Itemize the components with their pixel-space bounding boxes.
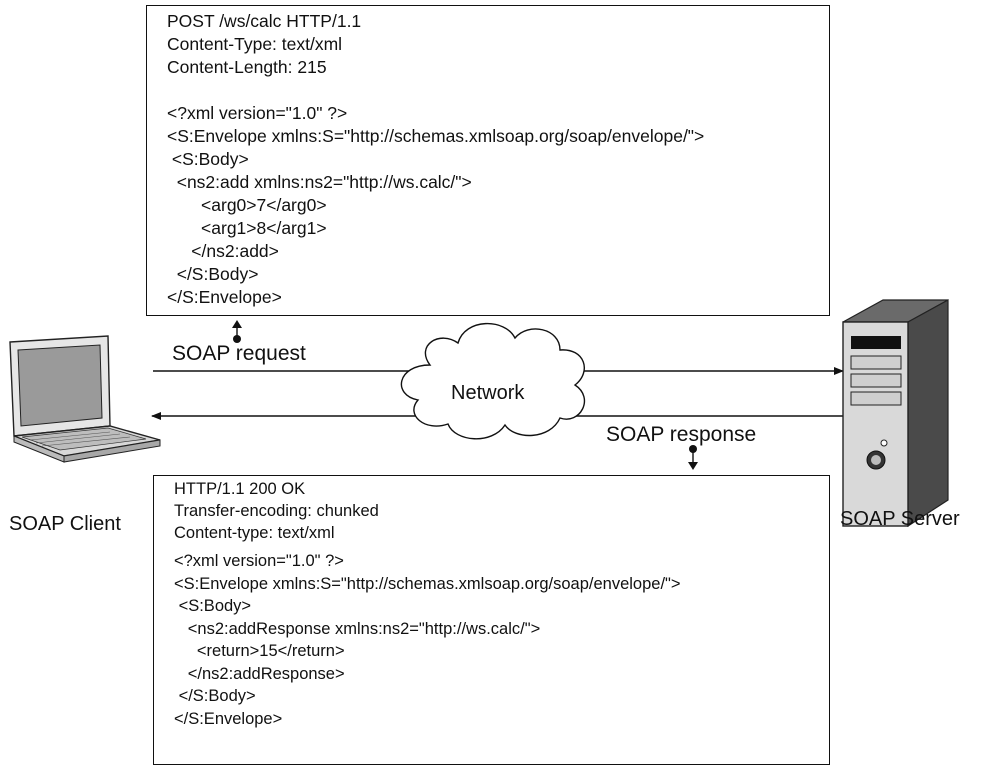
request-line-7: <S:Body> <box>167 149 249 169</box>
soap-response-label: SOAP response <box>606 423 757 446</box>
request-line-8: <ns2:add xmlns:ns2="http://ws.calc/"> <box>167 172 472 192</box>
request-line-11: </ns2:add> <box>167 241 279 261</box>
request-line-9: <arg0>7</arg0> <box>167 195 327 215</box>
request-line-1: POST /ws/calc HTTP/1.1 <box>167 11 362 31</box>
soap-request-box: POST /ws/calc HTTP/1.1 Content-Type: tex… <box>146 5 830 316</box>
response-line-5: <S:Envelope xmlns:S="http://schemas.xmls… <box>174 575 681 593</box>
request-line-12: </S:Body> <box>167 264 259 284</box>
request-line-13: </S:Envelope> <box>167 287 282 307</box>
soap-client-label: SOAP Client <box>9 513 121 535</box>
request-connector <box>232 320 242 343</box>
soap-response-box: HTTP/1.1 200 OK Transfer-encoding: chunk… <box>153 475 830 765</box>
request-line-10: <arg1>8</arg1> <box>167 218 327 238</box>
response-line-3: Content-type: text/xml <box>174 524 335 542</box>
response-line-7: <ns2:addResponse xmlns:ns2="http://ws.ca… <box>174 620 541 638</box>
response-connector <box>688 445 698 470</box>
response-line-8: <return>15</return> <box>174 642 345 660</box>
request-line-3: Content-Length: 215 <box>167 57 327 77</box>
response-line-10: </S:Body> <box>174 687 256 705</box>
request-line-6: <S:Envelope xmlns:S="http://schemas.xmls… <box>167 126 705 146</box>
soap-request-label: SOAP request <box>172 342 306 365</box>
laptop-icon <box>9 335 161 463</box>
server-tower-icon <box>842 298 949 528</box>
response-line-6: <S:Body> <box>174 597 252 615</box>
request-line-5: <?xml version="1.0" ?> <box>167 103 348 123</box>
network-label: Network <box>451 382 525 404</box>
response-line-11: </S:Envelope> <box>174 710 283 728</box>
response-line-2: Transfer-encoding: chunked <box>174 502 379 520</box>
response-line-4: <?xml version="1.0" ?> <box>174 552 344 570</box>
cloud-icon <box>400 322 586 440</box>
response-line-1: HTTP/1.1 200 OK <box>174 480 306 498</box>
soap-server-label: SOAP Server <box>840 508 960 530</box>
response-line-9: </ns2:addResponse> <box>174 665 345 683</box>
request-line-2: Content-Type: text/xml <box>167 34 343 54</box>
